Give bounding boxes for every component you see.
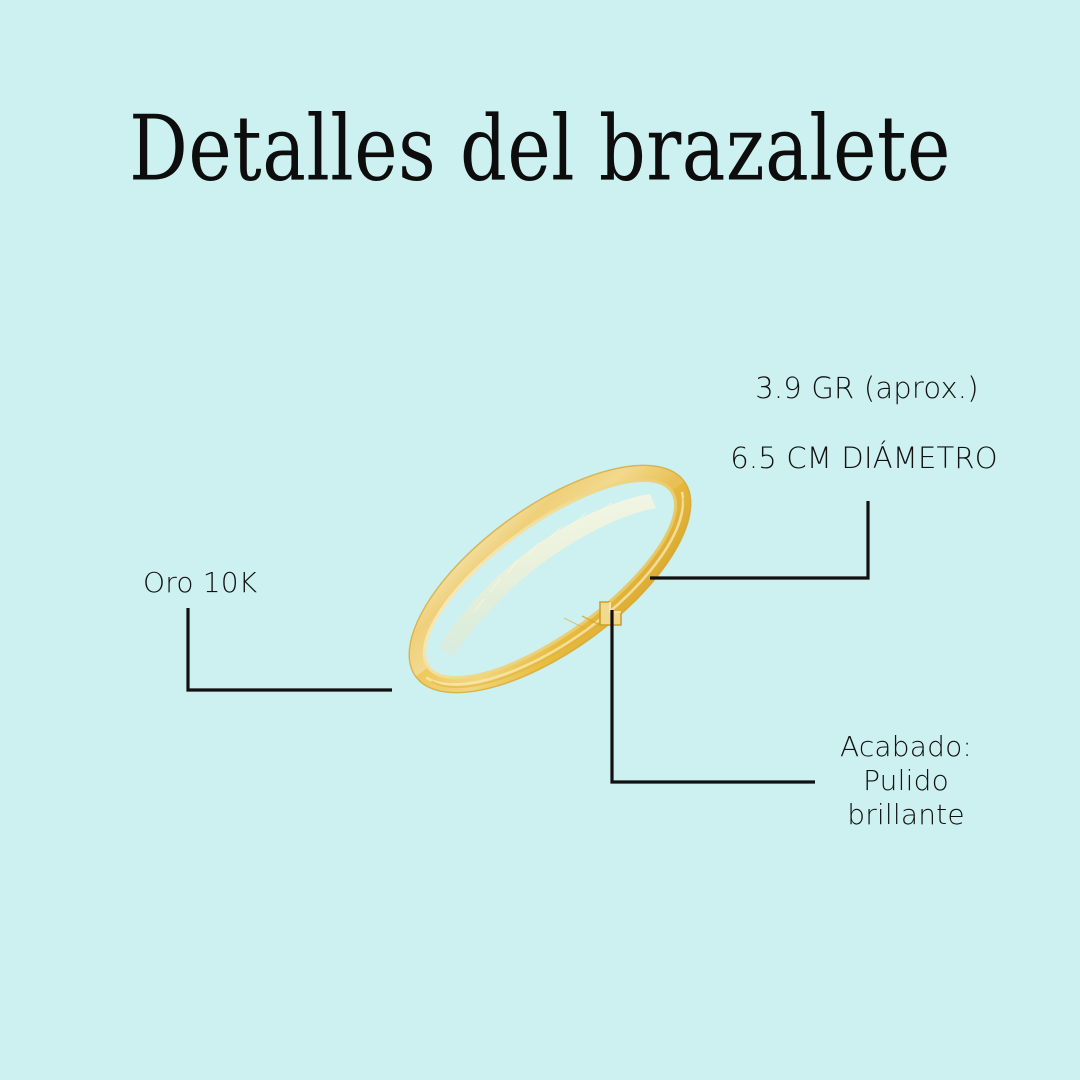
callout-label-weight: 3.9 GR (aprox.) [755, 371, 979, 405]
callout-label-finish-line-1: Acabado: [839, 730, 973, 763]
callout-label-finish: Acabado: Pulido brillante [776, 730, 1036, 832]
bracelet-illustration [408, 464, 692, 694]
leader-line-material [186, 608, 392, 692]
callout-label-finish-line-3: brillante [847, 798, 965, 831]
page-title: Detalles del brazalete [129, 96, 951, 202]
callout-label-material: Oro 10K [143, 566, 258, 599]
bracelet-image [378, 416, 722, 742]
callout-label-diameter: 6.5 CM DIÁMETRO [730, 441, 998, 475]
callout-label-finish-line-2: Pulido [863, 764, 949, 797]
